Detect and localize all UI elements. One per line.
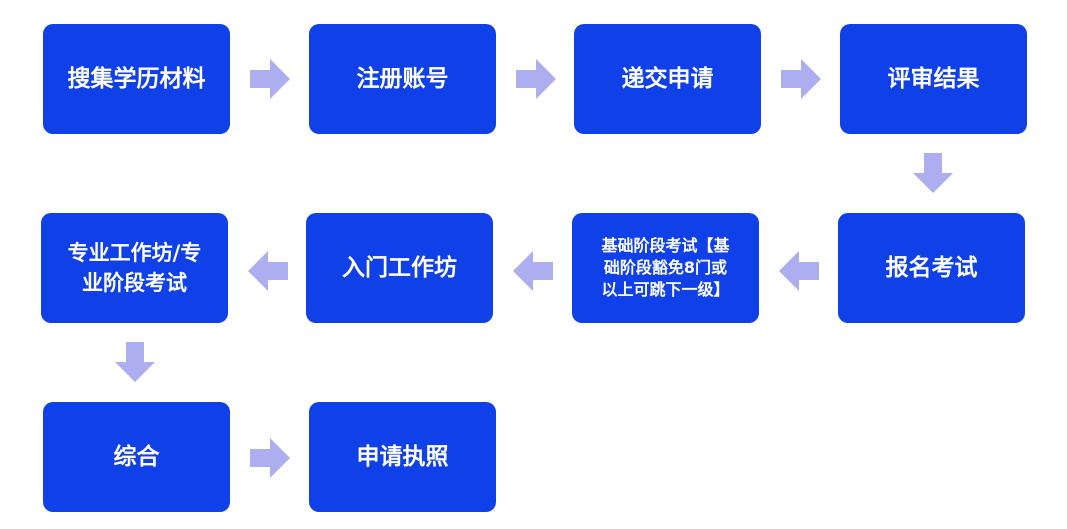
step-intro-workshop: 入门工作坊 — [306, 213, 493, 323]
step-register-account: 注册账号 — [309, 24, 496, 134]
arrow-down-icon — [115, 342, 155, 382]
step-comprehensive: 综合 — [43, 402, 230, 512]
arrow-right-icon — [516, 59, 556, 99]
arrow-left-icon — [248, 251, 288, 291]
step-professional-workshop: 专业工作坊/专 业阶段考试 — [41, 213, 228, 323]
step-collect-materials: 搜集学历材料 — [43, 24, 230, 134]
arrow-right-icon — [781, 59, 821, 99]
step-review-result: 评审结果 — [840, 24, 1027, 134]
step-basic-stage-exam: 基础阶段考试【基 础阶段豁免8门或 以上可跳下一级】 — [572, 213, 759, 323]
step-apply-license: 申请执照 — [309, 402, 496, 512]
arrow-down-icon — [913, 153, 953, 193]
arrow-left-icon — [513, 251, 553, 291]
arrow-right-icon — [250, 438, 290, 478]
step-submit-application: 递交申请 — [574, 24, 761, 134]
step-enroll-exam: 报名考试 — [838, 213, 1025, 323]
arrow-left-icon — [779, 251, 819, 291]
arrow-right-icon — [250, 59, 290, 99]
